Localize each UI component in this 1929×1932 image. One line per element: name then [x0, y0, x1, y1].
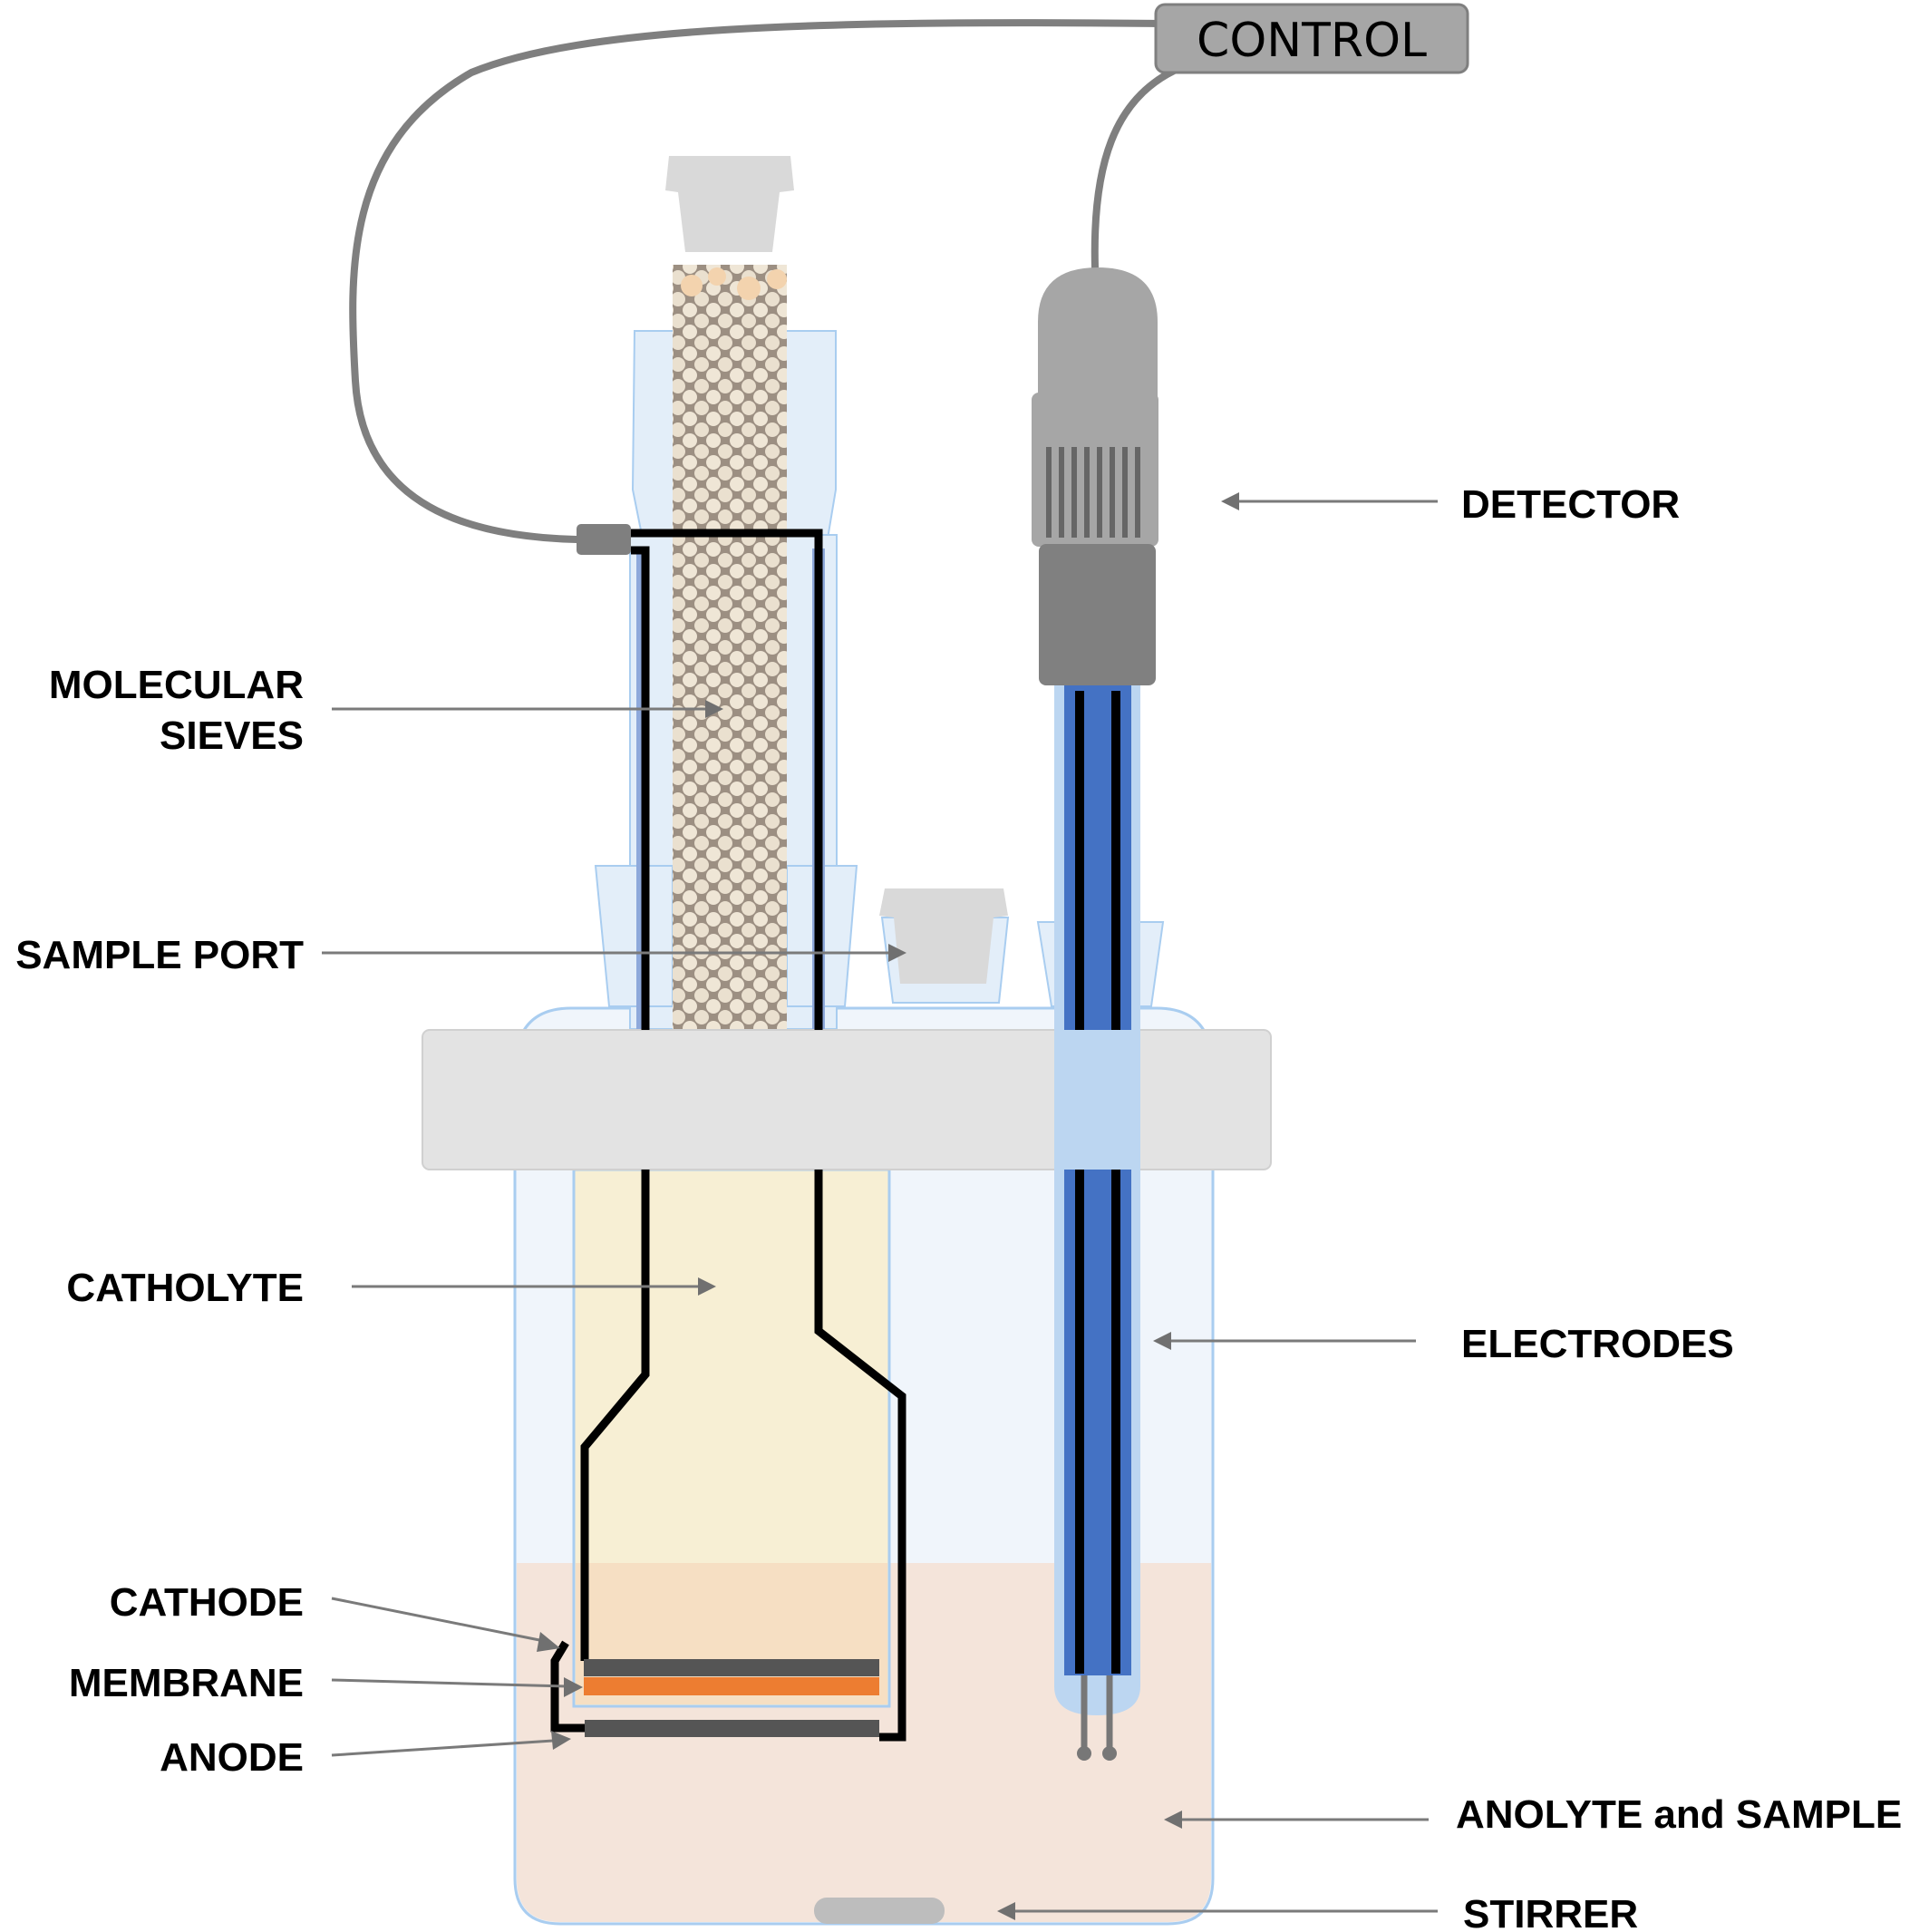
anode: [585, 1720, 879, 1737]
sieve-stopper: [665, 156, 794, 252]
label-anolyte-and-sample: ANOLYTE and SAMPLE: [1456, 1792, 1902, 1837]
leader-anode: [331, 1731, 571, 1757]
anode-wire: [580, 546, 650, 1661]
anode-connector-wire: [550, 1640, 585, 1733]
label-molecular: MOLECULAR: [49, 663, 304, 707]
detector-grille: [1046, 447, 1140, 538]
leader-stirrer: [997, 1902, 1438, 1920]
label-electrodes: ELECTRODES: [1461, 1322, 1734, 1366]
label-anode: ANODE: [160, 1735, 304, 1780]
electrode-tip: [1077, 1746, 1091, 1761]
detector-probe: [1032, 267, 1158, 685]
leader-sample-port: [322, 944, 906, 962]
label-sample-port: SAMPLE PORT: [15, 933, 304, 977]
leader-membrane: [331, 1677, 583, 1697]
control-cable: [349, 19, 1162, 543]
leader-molecular-sieves: [332, 700, 723, 718]
leader-cathode: [331, 1597, 560, 1652]
electrode-tip: [1102, 1746, 1117, 1761]
label-sieves: SIEVES: [160, 714, 304, 758]
molecular-sieve-column: [673, 265, 787, 1031]
cell-cap: [422, 1029, 1272, 1170]
label-stirrer: STIRRER: [1463, 1892, 1638, 1932]
sieve-top-beads: [681, 267, 787, 300]
detector-cable: [1091, 67, 1178, 271]
control-label: CONTROL: [1197, 14, 1427, 68]
membrane: [584, 1677, 879, 1695]
leader-anolyte: [1164, 1811, 1429, 1829]
cathode-wire: [631, 529, 906, 1742]
catholyte-compartment: [572, 1168, 891, 1708]
sample-port: [879, 888, 1010, 1004]
label-detector: DETECTOR: [1461, 482, 1680, 527]
electrodes: [1054, 685, 1140, 1761]
cable-connector: [577, 524, 631, 555]
stirrer-bar: [814, 1898, 945, 1924]
leader-catholyte: [352, 1277, 716, 1296]
label-membrane: MEMBRANE: [69, 1661, 304, 1705]
leader-detector: [1221, 492, 1438, 510]
cathode: [584, 1659, 879, 1676]
control-box: CONTROL: [1154, 3, 1469, 74]
sample-port-stopper: [879, 888, 1008, 984]
label-cathode: CATHODE: [110, 1580, 304, 1625]
leader-electrodes: [1153, 1332, 1416, 1350]
label-catholyte: CATHOLYTE: [66, 1266, 304, 1310]
